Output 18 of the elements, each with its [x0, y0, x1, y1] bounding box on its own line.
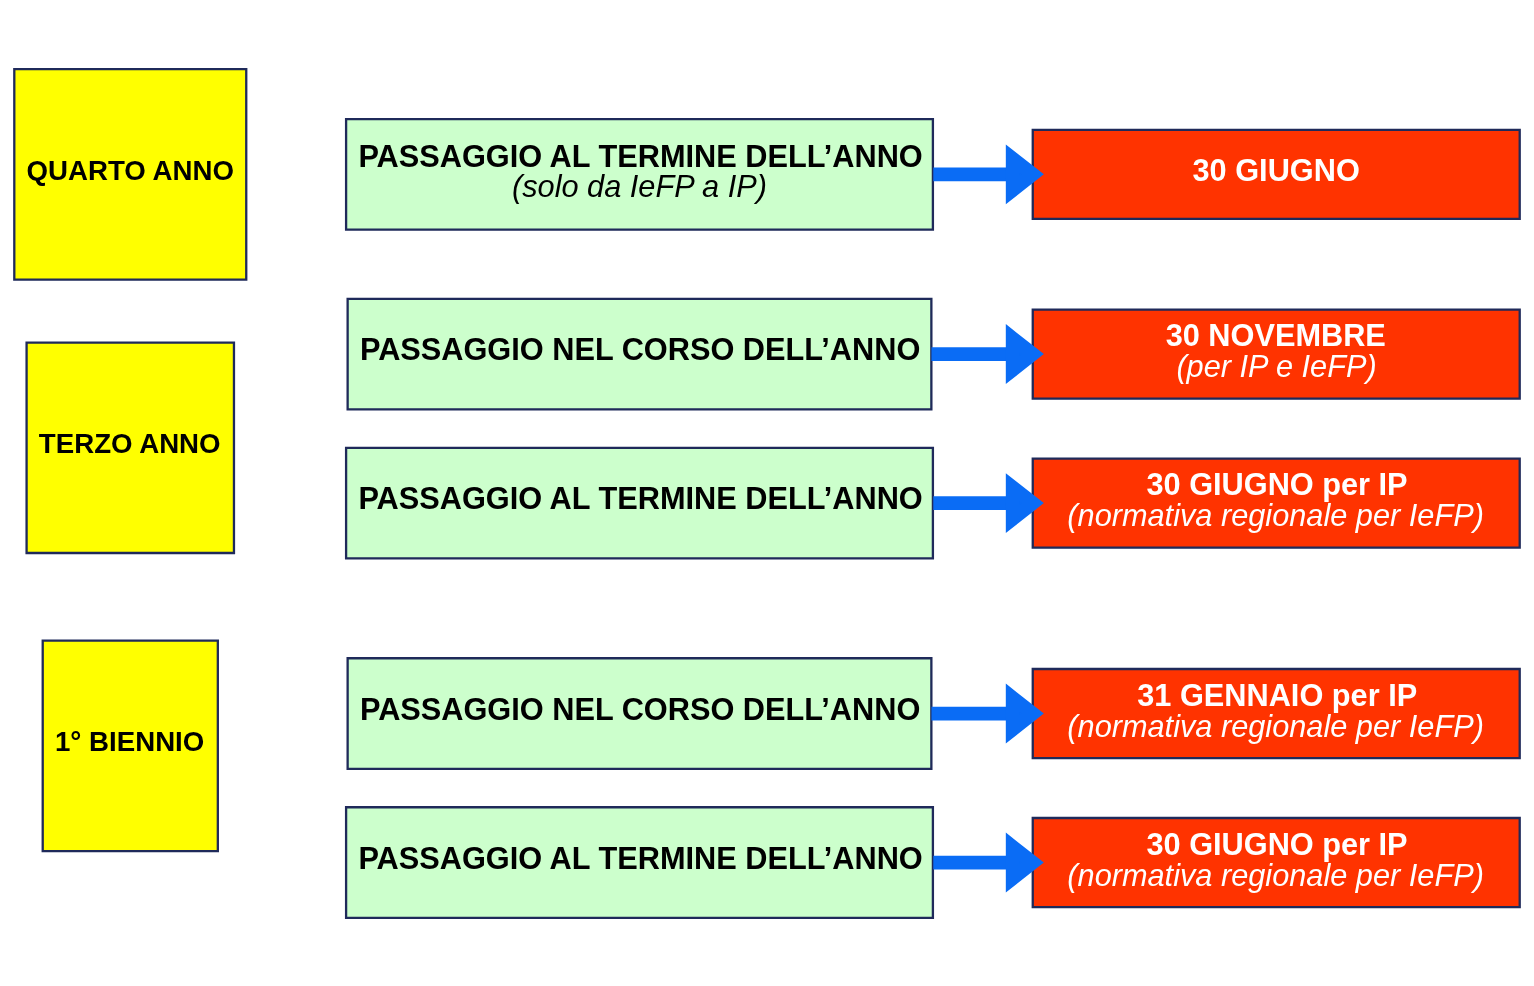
node-box: 1° BIENNIO [41, 638, 219, 852]
arrow [931, 683, 1044, 744]
node-box: 30 GIUGNO per IP (normativa regionale per IeFP) [1031, 456, 1521, 549]
node-box: PASSAGGIO AL TERMINE DELL’ANNO [344, 805, 935, 919]
node-box: PASSAGGIO AL TERMINE DELL’ANNO (solo da IeFP a IP) [344, 117, 935, 231]
arrow [933, 143, 1044, 204]
node-box: QUARTO ANNO [13, 67, 248, 281]
arrow [933, 832, 1044, 893]
node-box: 30 GIUGNO [1031, 128, 1521, 220]
arrow [931, 323, 1044, 384]
node-box: PASSAGGIO NEL CORSO DELL’ANNO [346, 297, 933, 411]
node-box: 31 GENNAIO per IP (normativa regionale per IeFP) [1031, 667, 1521, 759]
node-box: 30 NOVEMBRE (per IP e IeFP) [1031, 307, 1521, 400]
node-box: 30 GIUGNO per IP (normativa regionale per IeFP) [1031, 816, 1521, 908]
arrow [933, 472, 1044, 533]
node-box: PASSAGGIO NEL CORSO DELL’ANNO [346, 656, 933, 770]
node-box: PASSAGGIO AL TERMINE DELL’ANNO [344, 446, 935, 560]
node-box: TERZO ANNO [25, 340, 236, 554]
